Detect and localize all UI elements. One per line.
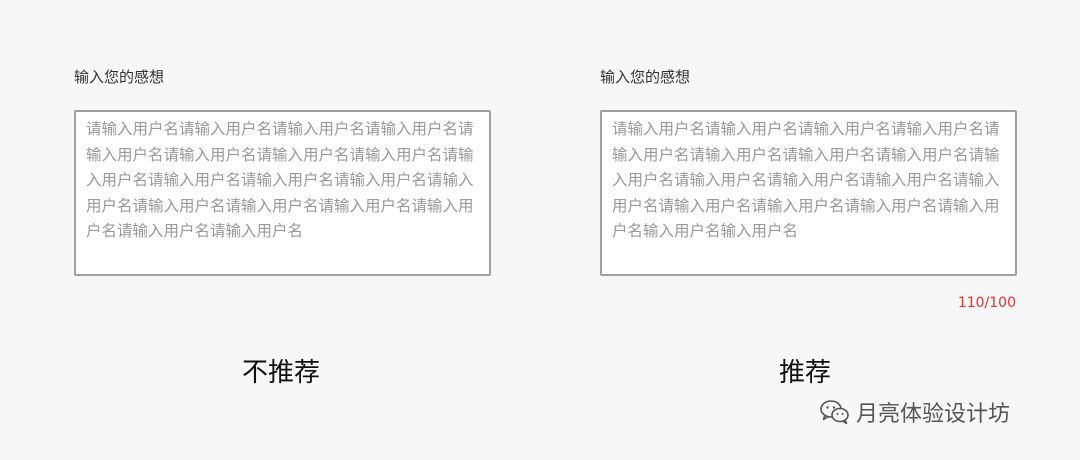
right-feedback-textarea[interactable]: 请输入用户名请输入用户名请输入用户名请输入用户名请输入用户名请输入用户名请输入用… <box>600 110 1017 276</box>
right-field-label: 输入您的感想 <box>600 68 691 86</box>
left-feedback-textarea[interactable]: 请输入用户名请输入用户名请输入用户名请输入用户名请输入用户名请输入用户名请输入用… <box>74 110 491 276</box>
character-counter: 110/100 <box>957 295 1016 311</box>
wechat-icon <box>820 400 849 425</box>
watermark: 月亮体验设计坊 <box>820 396 1010 428</box>
right-caption: 推荐 <box>779 358 832 388</box>
watermark-text: 月亮体验设计坊 <box>856 402 1011 427</box>
left-field-label: 输入您的感想 <box>74 68 165 86</box>
left-caption: 不推荐 <box>242 358 321 388</box>
